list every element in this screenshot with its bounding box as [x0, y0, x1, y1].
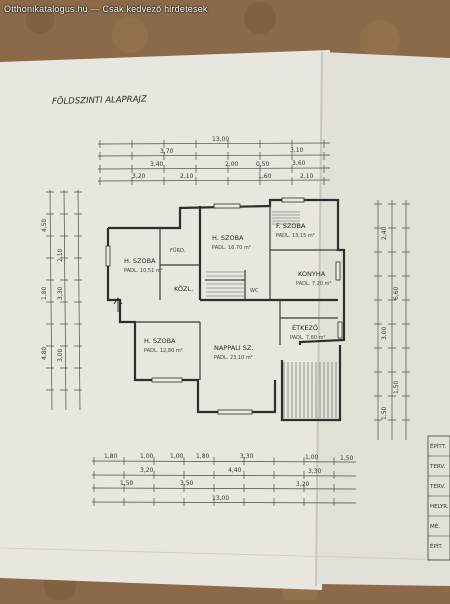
dim-right-5: 1,50 [381, 406, 388, 420]
room-name-hallway: KÖZL. [174, 284, 193, 293]
legend-row-2: TERV. [429, 464, 445, 470]
room-name-dining: ÉTKEZŐ [292, 323, 318, 332]
room-name-bedroom-3: H. SZOBA [124, 257, 156, 265]
dim-bottom-row3-3: 3,20 [296, 481, 310, 488]
paper-sheet-left [0, 50, 330, 590]
dim-right-2: 6,60 [393, 286, 400, 300]
stairs-and-terrace-hatching [206, 211, 337, 418]
dimension-line-bottom-2 [91, 474, 357, 477]
legend-row-3: TERV. [429, 484, 445, 490]
dim-bottom-row1-4: 1,80 [196, 453, 210, 460]
legend-row-6: ÉPÍT. [430, 542, 443, 550]
dim-top-row3-4: 3,60 [292, 160, 306, 167]
room-area-bedroom-4: PADL. 12,80 m² [144, 348, 183, 354]
dim-right-4: 1,50 [393, 380, 400, 394]
dim-bottom-row3-2: 3,50 [180, 480, 194, 487]
room-name-wc: WC [250, 288, 259, 294]
left-dimension-texts: 4,50 2,10 3,30 1,80 4,80 3,00 [41, 218, 64, 362]
dimension-line-top-3 [97, 167, 331, 170]
paper-fold [315, 51, 323, 587]
dim-left-2: 2,10 [57, 248, 64, 262]
dim-top-row2-2: 3,10 [290, 147, 304, 154]
watermark-text: Otthonikatalogus.hu — Csak kedvező hirde… [4, 4, 208, 14]
dimension-lines [46, 140, 410, 506]
room-area-bedroom-2: PADL. 13,15 m² [276, 233, 315, 239]
dimension-line-bottom-1 [91, 460, 357, 463]
entrance-arrow-icon [113, 297, 123, 312]
dim-bottom-row3-1: 1,50 [120, 480, 134, 487]
dim-left-1: 4,50 [41, 218, 48, 232]
dim-bottom-overall: 13,00 [212, 495, 229, 502]
dim-right-1: 2,40 [381, 226, 388, 240]
dim-top-overall: 13,00 [212, 136, 229, 143]
dim-top-row2-1: 3,70 [160, 148, 174, 155]
room-name-kitchen: KONYHA [298, 270, 326, 278]
dim-bottom-row1-1: 1,80 [104, 453, 118, 460]
dim-top-row4-1: 3,20 [132, 173, 146, 180]
title-block: ÉPÍTT. TERV. TERV. HELYR. MÉ. ÉPÍT. [427, 435, 450, 561]
dimension-line-top-1 [97, 142, 331, 145]
legend-row-1: ÉPÍTT. [430, 442, 446, 450]
room-name-bedroom-4: H. SZOBA [144, 337, 176, 345]
dim-top-row4-3: 1,60 [258, 173, 272, 180]
inner-walls [135, 206, 338, 380]
room-area-bedroom-1: PADL. 16,70 m² [212, 245, 251, 251]
bottom-dimension-texts: 1,80 1,00 1,00 1,80 3,30 1,00 1,50 3,20 … [104, 453, 354, 502]
paper-crease [0, 547, 450, 561]
dim-right-3: 3,00 [381, 326, 388, 340]
plan-title: FÖLDSZINTI ALAPRAJZ [52, 94, 147, 107]
dim-bottom-row1-6: 1,00 [305, 454, 319, 461]
dim-left-3: 3,30 [57, 286, 64, 300]
paper-sheet-right [318, 52, 450, 586]
dim-bottom-row1-7: 1,50 [340, 455, 354, 462]
windows [105, 197, 343, 415]
room-area-kitchen: PADL. 7,20 m² [296, 281, 332, 287]
room-area-dining: PADL. 7,60 m² [290, 335, 326, 341]
dim-top-row4-4: 2,10 [300, 173, 314, 180]
dimension-line-bottom-3 [91, 487, 357, 490]
dim-left-5: 4,80 [41, 346, 48, 360]
dim-top-row3-1: 3,40 [150, 161, 164, 168]
top-dimension-texts: 13,00 3,70 3,10 3,40 2,00 0,50 3,60 3,20… [132, 136, 314, 180]
dimension-line-top-4 [97, 179, 331, 182]
legend-row-5: MÉ. [430, 522, 440, 530]
dim-bottom-row1-2: 1,00 [140, 453, 154, 460]
room-area-bedroom-3: PADL. 10,51 m² [124, 268, 163, 274]
dim-bottom-row2-1: 3,20 [140, 467, 154, 474]
right-dimension-texts: 2,40 6,60 3,00 1,50 1,50 [381, 226, 400, 420]
room-area-living: PADL. 23,10 m² [214, 355, 253, 361]
dim-top-row3-2: 2,00 [225, 161, 239, 168]
room-name-living: NAPPALI SZ. [214, 344, 253, 352]
dimension-line-bottom-4 [91, 501, 357, 504]
dim-bottom-row2-3: 3,30 [308, 468, 322, 475]
room-name-bathroom: FÜRD. [170, 247, 186, 254]
dimension-line-left-3 [77, 189, 81, 411]
dim-top-row4-2: 2,10 [180, 173, 194, 180]
dimension-line-top-2 [97, 154, 331, 157]
dimension-line-left-1 [49, 189, 53, 411]
dim-bottom-row1-3: 1,00 [170, 453, 184, 460]
dim-bottom-row2-2: 4,40 [228, 467, 242, 474]
room-labels: H. SZOBA PADL. 16,70 m² F. SZOBA PADL. 1… [124, 222, 332, 361]
dimension-line-left-2 [63, 189, 67, 411]
dim-top-row3-3: 0,50 [256, 161, 270, 168]
dim-bottom-row1-5: 3,30 [240, 453, 254, 460]
dim-left-6: 3,00 [57, 348, 64, 362]
room-name-bedroom-1: H. SZOBA [212, 234, 244, 242]
legend-row-4: HELYR. [430, 504, 449, 510]
dim-left-4: 1,80 [41, 286, 48, 300]
room-name-bedroom-2: F. SZOBA [276, 222, 306, 230]
